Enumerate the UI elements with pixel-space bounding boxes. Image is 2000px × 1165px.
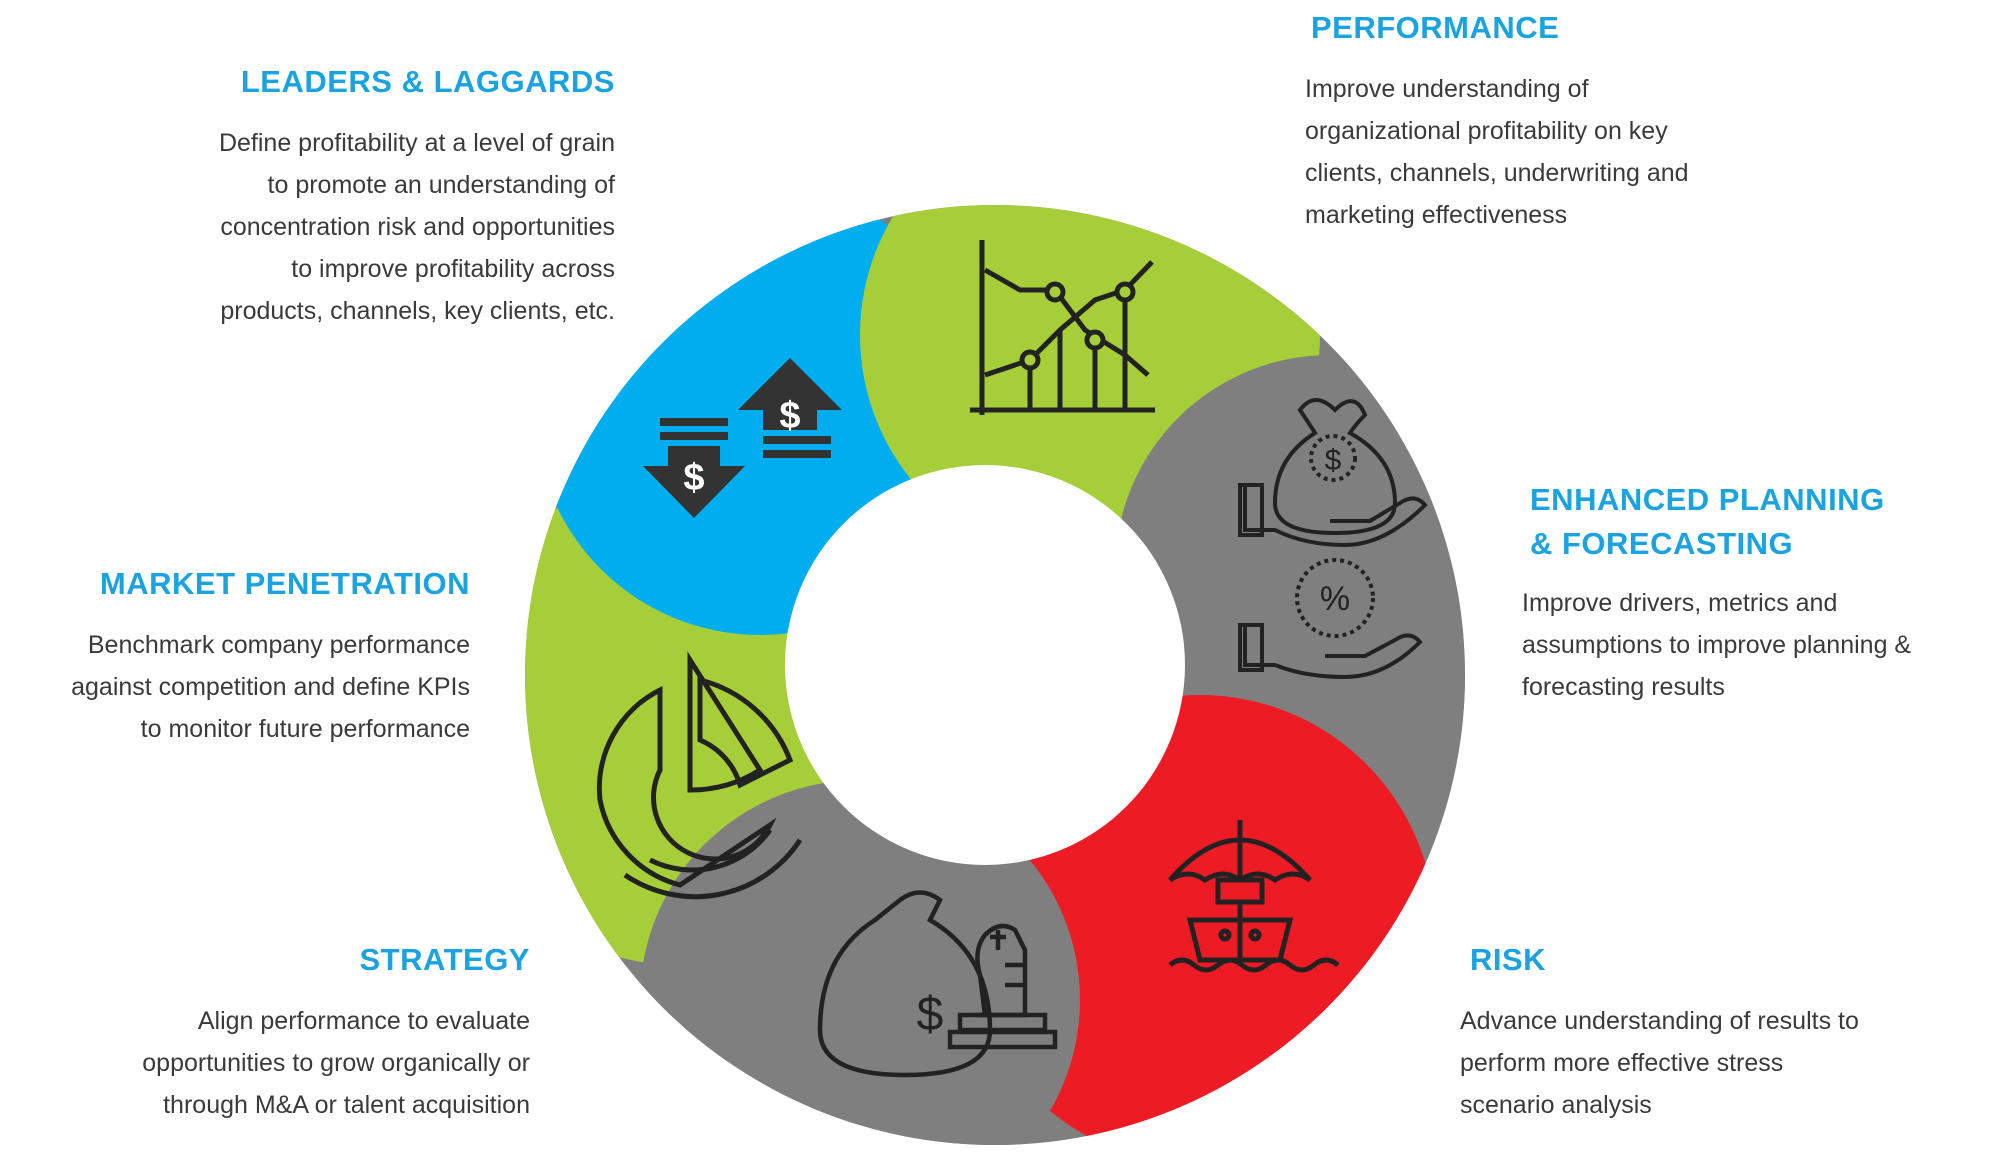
section-title-line1: ENHANCED PLANNING (1530, 482, 1885, 517)
section-description: Align performance to evaluate opportunit… (142, 1007, 530, 1119)
section-description: Define profitability at a level of grain… (218, 129, 615, 325)
section-title: LEADERS & LAGGARDS (240, 64, 615, 99)
section-title: RISK (1470, 942, 1547, 977)
money-bag-chess-icon: $ (817, 890, 1058, 1078)
svg-text:$: $ (779, 395, 800, 437)
section-description: Improve drivers, metrics and assumptions… (1522, 589, 1912, 701)
section-description: Improve understanding of organizational … (1305, 75, 1689, 229)
section-market-penetration: MARKET PENETRATION Benchmark company per… (0, 562, 470, 750)
pie-chart-icon (596, 651, 803, 900)
section-leaders-laggards: LEADERS & LAGGARDS Define profitability … (110, 60, 615, 332)
dollar-arrows-icon: $ $ (643, 358, 842, 518)
svg-text:%: % (1320, 580, 1350, 618)
svg-text:$: $ (683, 457, 704, 499)
ring-center-hole (785, 465, 1185, 865)
section-title: STRATEGY (359, 942, 530, 977)
section-description: Advance understanding of results to perf… (1460, 1007, 1859, 1119)
section-strategy: STRATEGY Align performance to evaluate o… (40, 938, 530, 1126)
money-bag-hand-icon: $ % (1238, 398, 1428, 680)
section-risk: RISK Advance understanding of results to… (1460, 938, 1980, 1126)
umbrella-ship-icon (1168, 820, 1340, 973)
section-title-line2: & FORECASTING (1530, 526, 1794, 561)
section-performance: PERFORMANCE Improve understanding of org… (1305, 6, 1865, 236)
section-planning-forecasting: ENHANCED PLANNING & FORECASTING Improve … (1522, 478, 2000, 708)
section-title: PERFORMANCE (1311, 10, 1560, 45)
line-chart-icon (970, 240, 1155, 415)
section-description: Benchmark company performance against co… (71, 631, 470, 743)
section-title: MARKET PENETRATION (99, 566, 470, 601)
svg-text:$: $ (917, 988, 944, 1041)
svg-text:$: $ (1325, 444, 1342, 477)
